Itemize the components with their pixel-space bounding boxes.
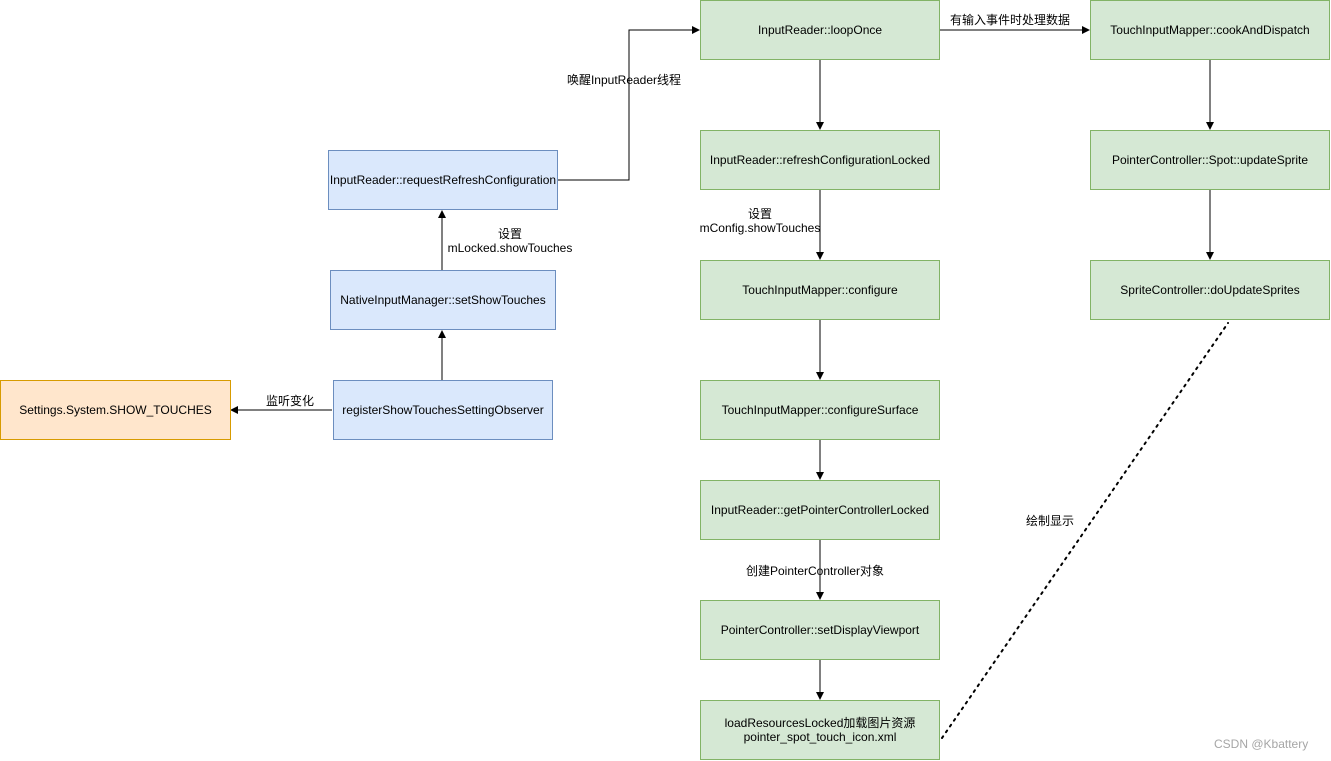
node-cook-and-dispatch: TouchInputMapper::cookAndDispatch (1090, 0, 1330, 60)
node-refresh-configuration-locked: InputReader::refreshConfigurationLocked (700, 130, 940, 190)
node-loop-once: InputReader::loopOnce (700, 0, 940, 60)
label-listen-change: 监听变化 (265, 394, 314, 408)
node-settings-show-touches: Settings.System.SHOW_TOUCHES (0, 380, 231, 440)
label-create-pointer-controller: 创建PointerController对象 (745, 564, 885, 578)
edge-request-to-loop (557, 26, 700, 181)
edge-dotted-draw (941, 322, 1229, 739)
node-update-sprite: PointerController::Spot::updateSprite (1090, 130, 1330, 190)
node-load-resources: loadResourcesLocked加载图片资源 pointer_spot_t… (700, 700, 940, 760)
node-register-observer: registerShowTouchesSettingObserver (333, 380, 553, 440)
node-touch-configure: TouchInputMapper::configure (700, 260, 940, 320)
label-draw-display: 绘制显示 (1025, 514, 1074, 528)
watermark: CSDN @Kbattery (1214, 737, 1309, 751)
node-set-display-viewport: PointerController::setDisplayViewport (700, 600, 940, 660)
label-wake-reader: 唤醒InputReader线程 (566, 73, 682, 87)
node-get-pointer-controller: InputReader::getPointerControllerLocked (700, 480, 940, 540)
node-do-update-sprites: SpriteController::doUpdateSprites (1090, 260, 1330, 320)
node-configure-surface: TouchInputMapper::configureSurface (700, 380, 940, 440)
node-set-show-touches: NativeInputManager::setShowTouches (330, 270, 556, 330)
label-set-mlocked: 设置 mLocked.showTouches (447, 227, 573, 255)
node-request-refresh-configuration: InputReader::requestRefreshConfiguration (328, 150, 558, 210)
label-on-input-event: 有输入事件时处理数据 (946, 13, 1074, 27)
label-set-mconfig: 设置 mConfig.showTouches (699, 207, 821, 235)
